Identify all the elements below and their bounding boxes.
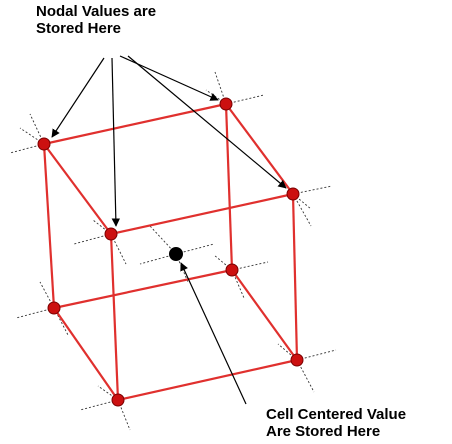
arrow-to-mid-left-node [111,57,121,227]
node-top-right [219,97,233,111]
nodes [37,97,304,407]
node-right [286,187,300,201]
node-bottom-right [290,353,304,367]
nodal-values-label: Nodal Values are Stored Here [36,3,157,37]
arrow-to-top-left-node [51,57,105,138]
arrows [51,55,287,405]
arrow-to-top-right-node [119,55,219,101]
node-mid-right [225,263,239,277]
node-bottom-left [47,301,61,315]
node-mid-left [104,227,118,241]
node-top-left [37,137,51,151]
node-bottom [111,393,125,407]
cube-edges [42,102,299,402]
arrow-to-right-node [127,55,287,189]
arrow-to-center [180,262,247,405]
cell-center-dot [169,247,183,261]
cell-centered-label: Cell Centered Value Are Stored Here [266,406,407,440]
